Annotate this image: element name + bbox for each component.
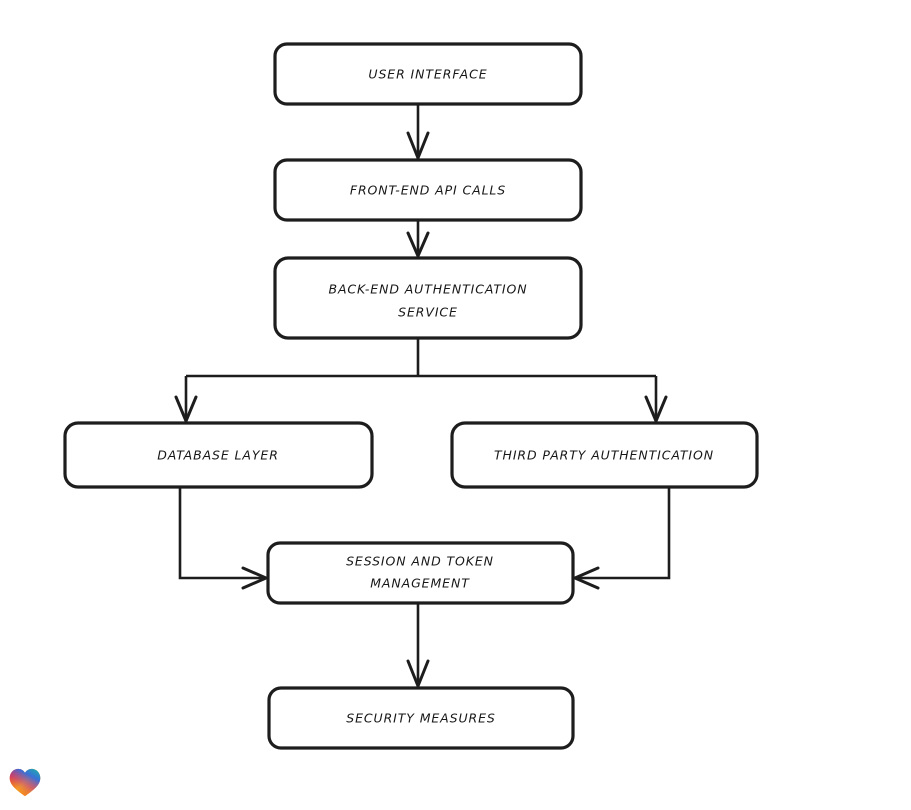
edge-front-end-api-calls-to-back-end-authentication-service xyxy=(406,220,430,258)
node-back-end-authentication-service-label-line1: BACK-END AUTHENTICATION xyxy=(328,282,527,297)
node-front-end-api-calls-label: FRONT-END API CALLS xyxy=(350,183,506,198)
edge-user-interface-to-front-end-api-calls xyxy=(406,104,430,160)
node-security-measures-shape[interactable] xyxy=(267,686,575,750)
node-third-party-authentication[interactable]: THIRD PARTY AUTHENTICATION xyxy=(450,421,759,489)
node-database-layer-label: DATABASE LAYER xyxy=(157,448,279,463)
node-session-and-token-management-label-line1: SESSION AND TOKEN xyxy=(346,554,494,569)
edges-group xyxy=(174,104,671,688)
node-user-interface-label: USER INTERFACE xyxy=(368,67,487,82)
node-front-end-api-calls-shape[interactable] xyxy=(273,158,583,222)
node-back-end-authentication-service-label-line2: SERVICE xyxy=(398,305,458,320)
edge-session-and-token-management-to-security-measures xyxy=(406,603,430,688)
node-session-and-token-management-shape[interactable] xyxy=(266,541,575,605)
nodes-group: USER INTERFACE FRONT-END API CALLS BACK-… xyxy=(63,42,759,750)
node-third-party-authentication-shape[interactable] xyxy=(450,421,759,489)
edge-third-party-authentication-to-session-and-token-management xyxy=(573,487,671,590)
node-back-end-authentication-service[interactable]: BACK-END AUTHENTICATION SERVICE xyxy=(273,256,583,340)
heart-icon xyxy=(8,766,42,798)
node-user-interface-shape[interactable] xyxy=(273,42,583,106)
node-database-layer[interactable]: DATABASE LAYER xyxy=(63,421,374,489)
node-back-end-authentication-service-shape[interactable] xyxy=(273,256,583,340)
node-third-party-authentication-label: THIRD PARTY AUTHENTICATION xyxy=(494,448,714,463)
node-front-end-api-calls[interactable]: FRONT-END API CALLS xyxy=(273,158,583,222)
node-database-layer-shape[interactable] xyxy=(63,421,374,489)
node-session-and-token-management-label-line2: MANAGEMENT xyxy=(370,576,470,591)
node-security-measures-label: SECURITY MEASURES xyxy=(346,711,495,726)
node-user-interface[interactable]: USER INTERFACE xyxy=(273,42,583,106)
node-session-and-token-management[interactable]: SESSION AND TOKEN MANAGEMENT xyxy=(266,541,575,605)
edge-back-end-authentication-service-split xyxy=(174,338,668,423)
heart-icon-svg xyxy=(9,768,41,797)
node-security-measures[interactable]: SECURITY MEASURES xyxy=(267,686,575,750)
edge-database-layer-to-session-and-token-management xyxy=(178,487,268,590)
